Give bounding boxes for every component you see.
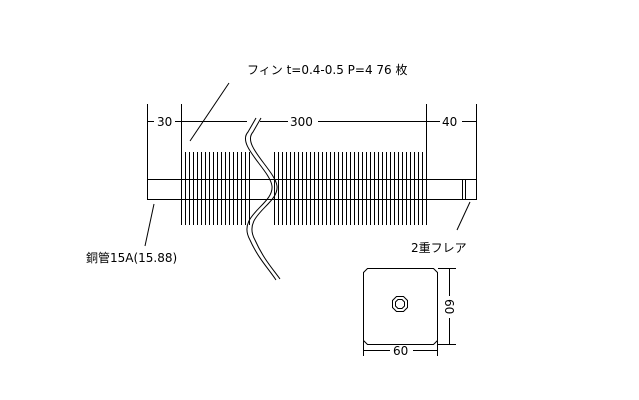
fin-leader xyxy=(189,82,230,142)
flare-leader xyxy=(456,201,471,231)
flare-fitting xyxy=(462,179,477,200)
fin-spec-label: フィン t=0.4-0.5 P=4 76 枚 xyxy=(247,62,407,77)
pipe-spec-label: 銅管15A(15.88) xyxy=(86,250,177,265)
dim-right: 40 xyxy=(442,115,457,129)
pipe-leader xyxy=(144,203,155,247)
fin-section-view xyxy=(363,268,456,356)
fins xyxy=(185,152,423,225)
flare-label: 2重フレア xyxy=(411,241,467,255)
dim-fin-width: 60 xyxy=(393,344,408,358)
copper-pipe xyxy=(147,179,462,200)
dim-left: 30 xyxy=(157,115,172,129)
pipe-section-icon xyxy=(392,296,408,312)
break-line xyxy=(245,117,281,281)
dim-fin-height: 60 xyxy=(442,299,456,314)
dim-middle: 300 xyxy=(290,115,313,129)
